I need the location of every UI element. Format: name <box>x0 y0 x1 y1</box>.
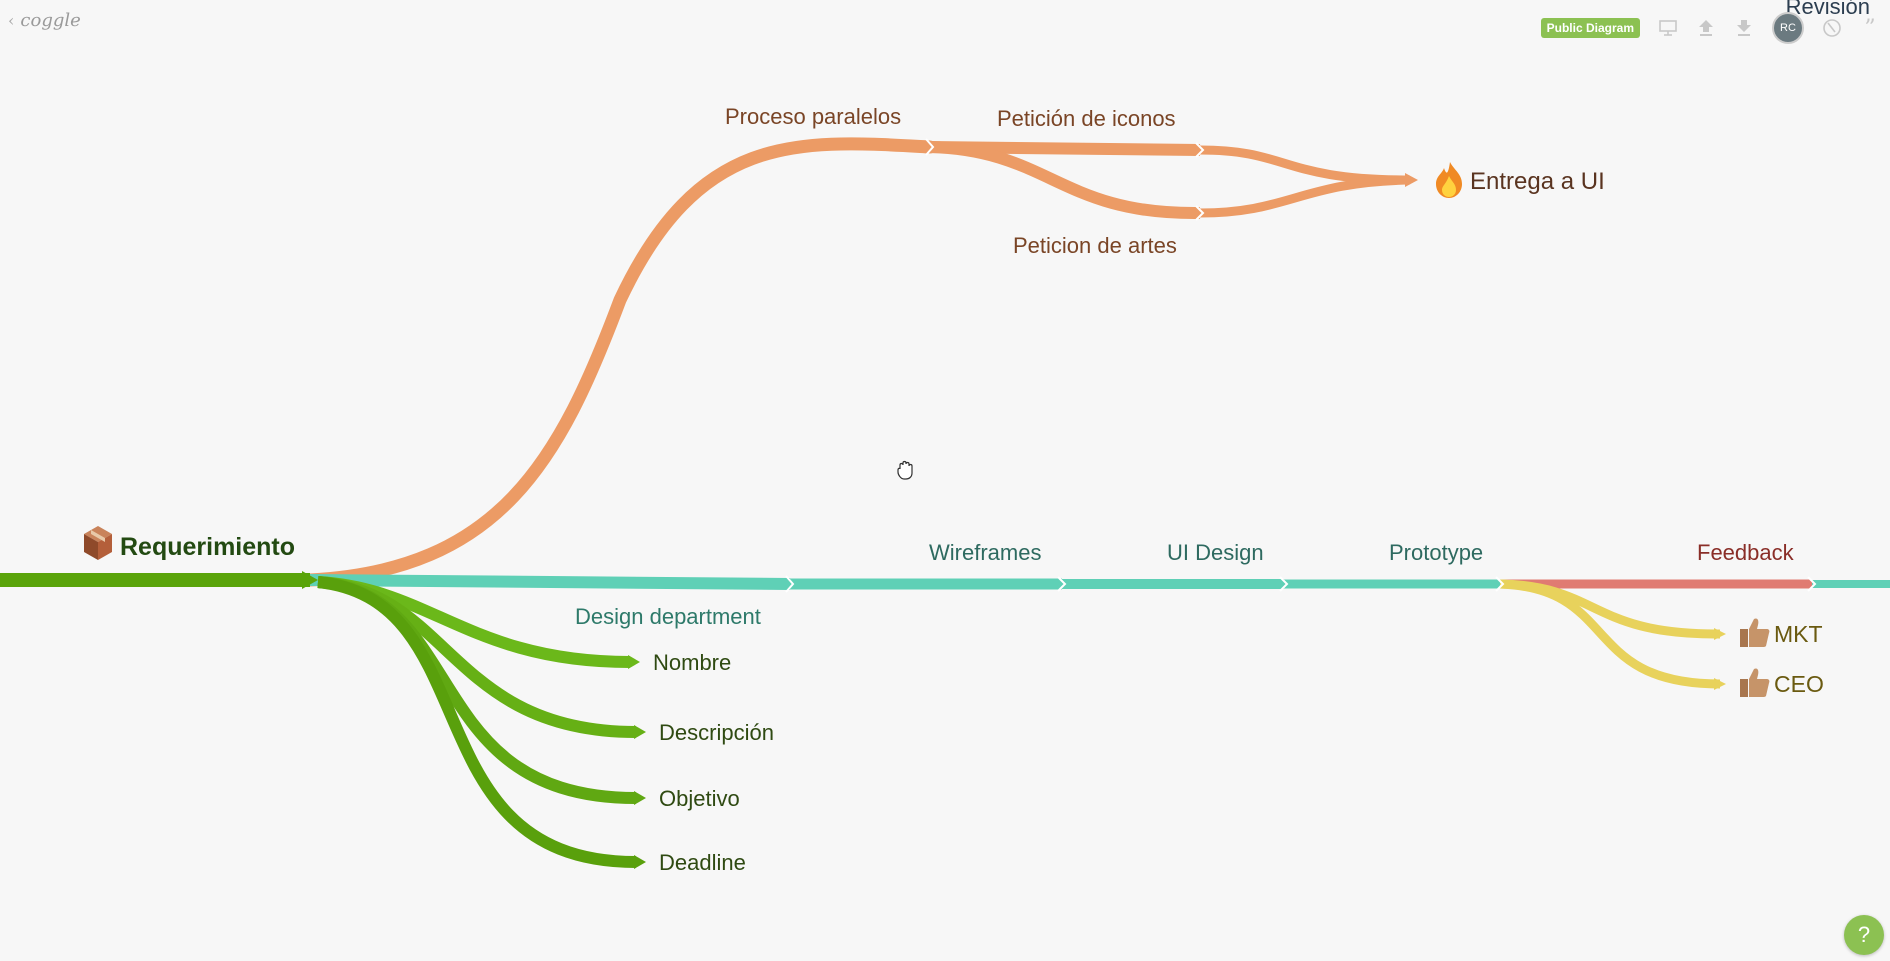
arrow-objetivo <box>634 791 646 805</box>
arrow-entrega <box>1405 173 1418 187</box>
upload-icon[interactable] <box>1696 18 1716 38</box>
arrow-mkt <box>1714 628 1726 640</box>
quote-icon[interactable]: ” <box>1864 15 1876 41</box>
hand-cursor-icon <box>897 460 913 480</box>
fire-icon <box>1436 162 1462 198</box>
package-icon <box>84 526 112 560</box>
label-peticion-iconos[interactable]: Petición de iconos <box>997 106 1176 131</box>
label-design-department[interactable]: Design department <box>575 604 761 629</box>
label-entrega-ui: Entrega a UI <box>1470 168 1605 195</box>
label-peticion-artes[interactable]: Peticion de artes <box>1013 233 1177 258</box>
toolbar: Public Diagram RC ” <box>1540 12 1880 44</box>
avatar[interactable]: RC <box>1772 12 1804 44</box>
thumbs-up-icon <box>1740 668 1770 697</box>
root-node[interactable]: Requerimiento <box>84 526 295 561</box>
root-arrow <box>302 571 318 589</box>
arrow-deadline <box>634 855 646 869</box>
help-button[interactable]: ? <box>1844 915 1884 955</box>
branch-merge-artes <box>1199 175 1411 218</box>
download-icon[interactable] <box>1734 18 1754 38</box>
branch-deadline[interactable] <box>317 576 637 868</box>
label-feedback[interactable]: Feedback <box>1697 540 1795 565</box>
arrow-ceo <box>1714 678 1726 690</box>
branch-peticion-artes[interactable] <box>929 141 1201 220</box>
entrega-node[interactable]: Entrega a UI <box>1436 162 1605 198</box>
arrow-descripcion <box>634 725 646 739</box>
label-nombre[interactable]: Nombre <box>653 650 731 675</box>
arrow-nombre <box>628 655 640 669</box>
label-wireframes[interactable]: Wireframes <box>929 540 1041 565</box>
label-objetivo[interactable]: Objetivo <box>659 786 740 811</box>
app-logo: coggle <box>20 10 81 31</box>
mkt-node[interactable]: MKT <box>1740 618 1823 647</box>
label-mkt: MKT <box>1774 621 1823 647</box>
thumbs-up-icon <box>1740 618 1770 647</box>
branch-proceso-paralelos[interactable] <box>303 137 937 587</box>
label-deadline[interactable]: Deadline <box>659 850 746 875</box>
diagram-title[interactable]: Revisión <box>1785 0 1870 19</box>
app-logo-link[interactable]: ‹ coggle <box>8 10 81 31</box>
root-label: Requerimiento <box>120 533 295 561</box>
ceo-node[interactable]: CEO <box>1740 668 1824 697</box>
presentation-icon[interactable] <box>1658 18 1678 38</box>
label-ceo: CEO <box>1774 671 1824 697</box>
branch-ceo[interactable] <box>1499 579 1721 689</box>
step-separators <box>785 138 1817 593</box>
label-prototype[interactable]: Prototype <box>1389 540 1483 565</box>
branch-merge-iconos <box>1199 145 1411 185</box>
label-descripcion[interactable]: Descripción <box>659 720 774 745</box>
label-proceso-paralelos[interactable]: Proceso paralelos <box>725 104 901 129</box>
label-ui-design[interactable]: UI Design <box>1167 540 1264 565</box>
branch-design-department[interactable] <box>309 574 791 590</box>
history-icon[interactable] <box>1822 18 1842 38</box>
chevron-left-icon: ‹ <box>8 11 15 30</box>
public-diagram-badge[interactable]: Public Diagram <box>1540 18 1640 38</box>
